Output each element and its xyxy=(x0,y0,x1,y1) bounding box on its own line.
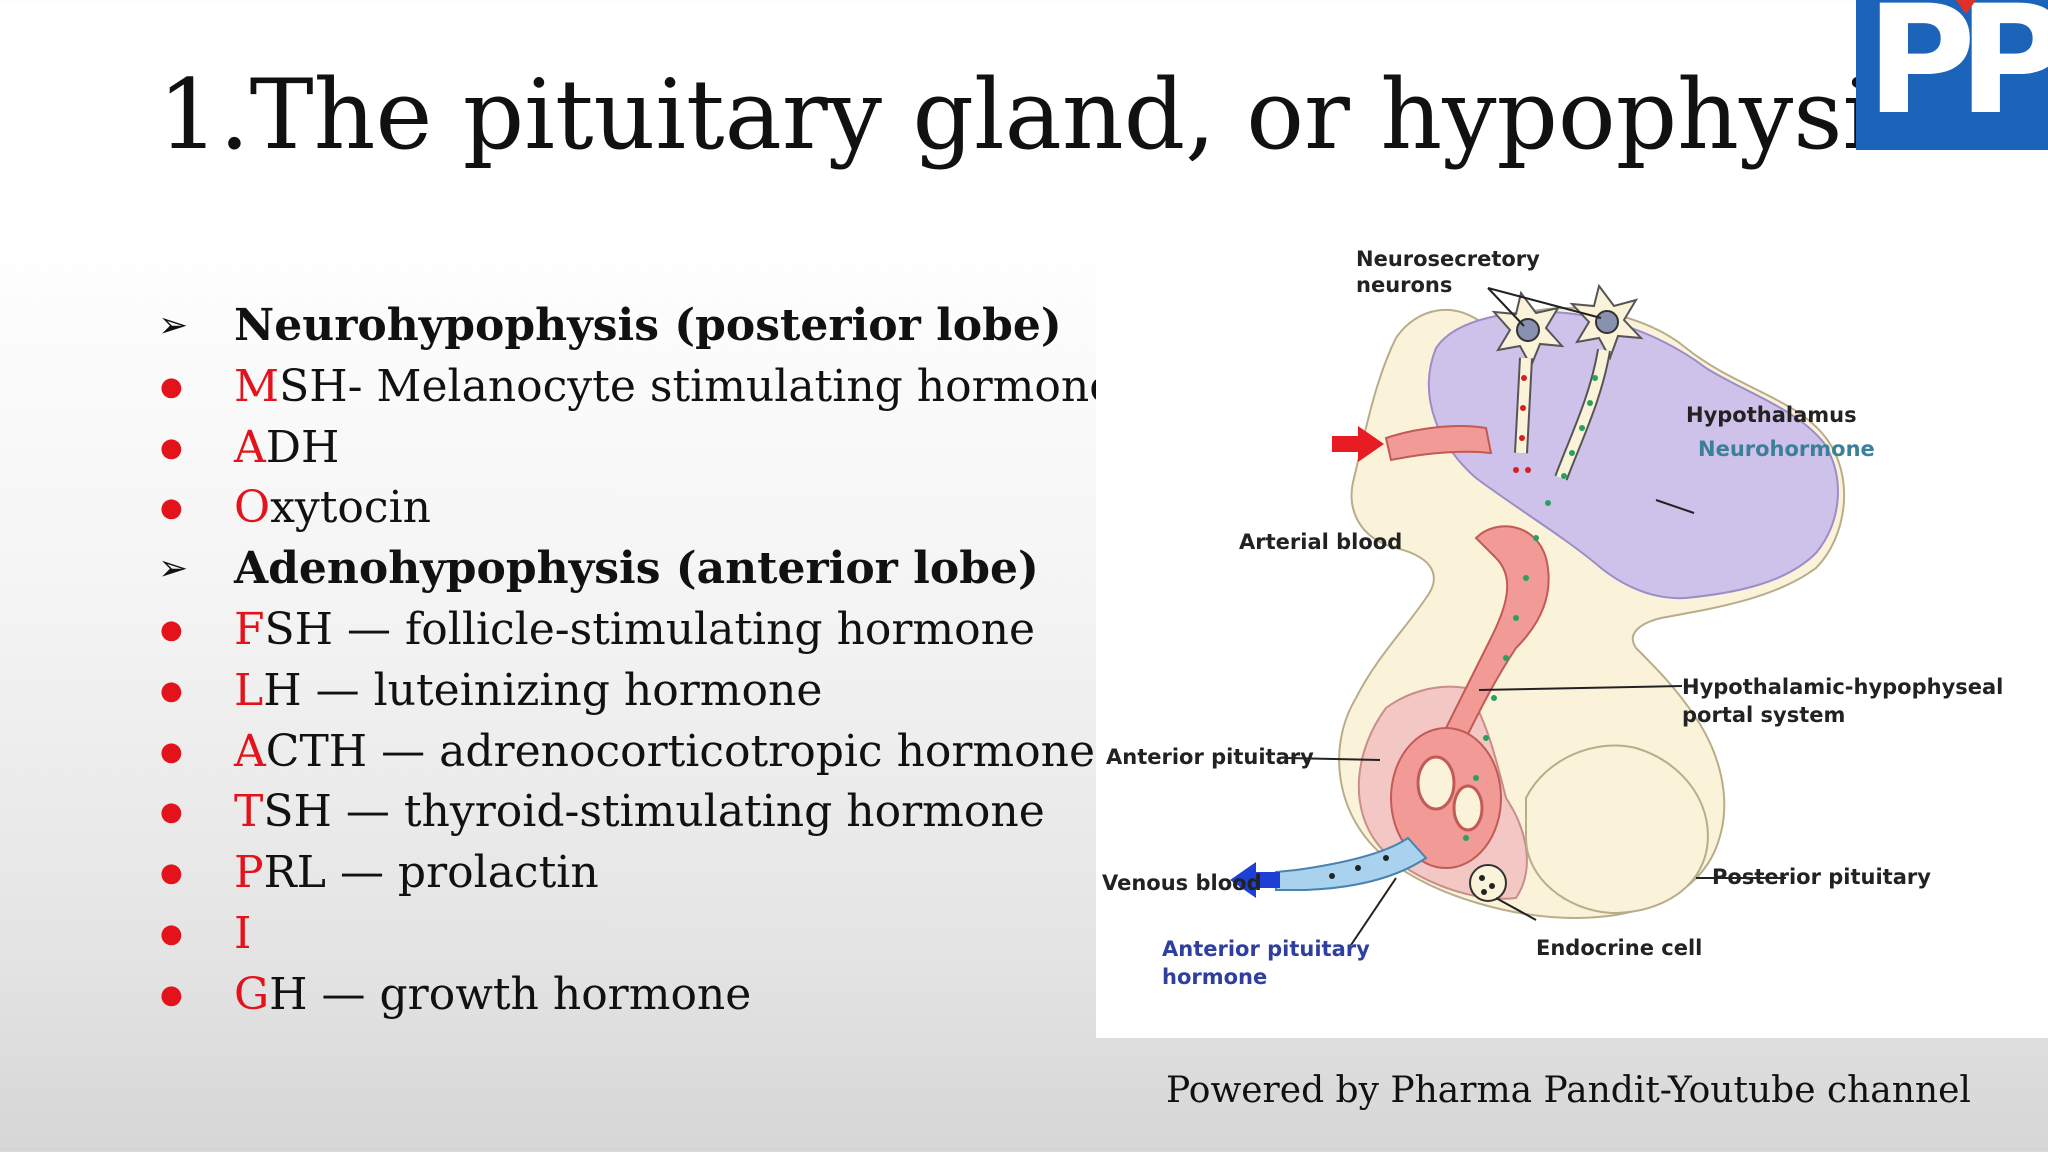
item-text: xytocin xyxy=(270,482,431,534)
slide-title: 1.The pituitary gland, or hypophysis xyxy=(158,59,1923,171)
list-item-fsh: ● FSH — follicle-stimulating hormone xyxy=(158,600,1115,661)
label-neurohormone: Neurohormone xyxy=(1698,437,1875,461)
item-text: H — growth hormone xyxy=(269,968,752,1020)
logo-text: PP xyxy=(1866,0,2048,148)
item-initial: O xyxy=(234,482,271,534)
label-portal-system-2: portal system xyxy=(1682,703,1845,727)
label-posterior-pituitary: Posterior pituitary xyxy=(1712,865,1931,889)
footer-credit: Powered by Pharma Pandit-Youtube channel xyxy=(1166,1070,1971,1111)
item-initial: L xyxy=(234,664,264,716)
bullet-dot-icon: ● xyxy=(160,797,183,828)
arrow-bullet-icon: ➢ xyxy=(158,305,189,346)
posterior-lobe xyxy=(1525,744,1709,915)
item-text: H — luteinizing hormone xyxy=(263,664,823,716)
label-anterior-hormone-2: hormone xyxy=(1162,965,1267,989)
label-hypothalamus: Hypothalamus xyxy=(1686,403,1857,427)
list-item-i: ●I xyxy=(158,904,1115,965)
label-portal-system-1: Hypothalamic-hypophyseal xyxy=(1682,675,2003,699)
neurohormone-dots xyxy=(1463,375,1598,841)
hormone-list: ➢ Neurohypophysis (posterior lobe) ● MSH- … xyxy=(158,296,1115,1026)
item-text: SH — follicle-stimulating hormone xyxy=(264,603,1036,655)
item-text: DH xyxy=(265,421,340,473)
venous-vessel xyxy=(1275,836,1428,891)
leader-lines xyxy=(1287,287,1786,946)
pituitary-diagram-svg: Neurosecretory neurons Hypothalamus Neur… xyxy=(1102,247,2003,989)
item-text: SH — thyroid-stimulating hormone xyxy=(263,786,1045,838)
item-initial: P xyxy=(234,847,264,899)
bullet-dot-icon: ● xyxy=(160,918,183,949)
label-arterial-blood: Arterial blood xyxy=(1239,530,1402,554)
list-item-tsh: ● TSH — thyroid-stimulating hormone xyxy=(158,782,1115,843)
logo-accent xyxy=(1956,0,1976,14)
venous-arrow-icon xyxy=(1230,862,1280,898)
list-heading-adenohypophysis: ➢ Adenohypophysis (anterior lobe) xyxy=(158,539,1115,600)
item-text: CTH — adrenocorticotropic hormone xyxy=(265,725,1096,777)
item-initial: I xyxy=(234,907,252,959)
capillary-loop xyxy=(1416,755,1456,811)
neuron-right xyxy=(1554,283,1644,481)
bullet-dot-icon: ● xyxy=(160,736,183,767)
item-initial: A xyxy=(234,725,266,777)
label-endocrine-cell: Endocrine cell xyxy=(1536,936,1702,960)
item-initial: M xyxy=(234,360,280,412)
label-anterior-pituitary: Anterior pituitary xyxy=(1106,745,1314,769)
capillary-loop xyxy=(1452,784,1484,832)
list-item-acth: ● ACTH — adrenocorticotropic hormone xyxy=(158,722,1115,783)
red-hormone-dots xyxy=(1513,375,1531,473)
label-venous-blood: Venous blood xyxy=(1102,871,1262,895)
heading-text: Adenohypophysis (anterior lobe) xyxy=(234,543,1039,595)
endocrine-cell xyxy=(1469,864,1507,902)
item-text: RL — prolactin xyxy=(263,847,599,899)
bullet-dot-icon: ● xyxy=(160,432,183,463)
label-neurons: neurons xyxy=(1356,273,1452,297)
bullet-dot-icon: ● xyxy=(160,493,183,524)
item-initial: A xyxy=(234,421,266,473)
bullet-dot-icon: ● xyxy=(160,858,183,889)
list-item-prl: ● PRL — prolactin xyxy=(158,843,1115,904)
portal-vessel xyxy=(1444,525,1550,740)
venous-dots xyxy=(1329,855,1495,895)
pituitary-diagram: Neurosecretory neurons Hypothalamus Neur… xyxy=(1096,238,2048,1038)
bullet-dot-icon: ● xyxy=(160,979,183,1010)
label-neurosecretory: Neurosecretory xyxy=(1356,247,1540,271)
bullet-dot-icon: ● xyxy=(160,675,183,706)
arrow-bullet-icon: ➢ xyxy=(158,548,189,590)
arterial-arrow-icon xyxy=(1332,426,1384,462)
arterial-inlet xyxy=(1384,425,1493,462)
list-item-lh: ● LH — luteinizing hormone xyxy=(158,661,1115,722)
item-initial: F xyxy=(234,603,265,655)
item-initial: G xyxy=(234,968,270,1020)
heading-text: Neurohypophysis (posterior lobe) xyxy=(234,300,1062,351)
label-anterior-hormone-1: Anterior pituitary xyxy=(1162,937,1370,961)
list-item-adh: ● ADH xyxy=(158,418,1115,479)
list-item-msh: ● MSH- Melanocyte stimulating hormone xyxy=(158,357,1115,418)
bullet-dot-icon: ● xyxy=(160,614,183,645)
item-initial: T xyxy=(234,786,264,838)
list-item-oxytocin: ● Oxytocin xyxy=(158,478,1115,539)
list-item-gh: ● GH — growth hormone xyxy=(158,965,1115,1026)
bullet-dot-icon: ● xyxy=(160,371,183,402)
pharma-pandit-logo-icon: PP xyxy=(1856,0,2048,150)
item-text: SH- Melanocyte stimulating hormone xyxy=(279,360,1116,412)
list-heading-neurohypophysis: ➢ Neurohypophysis (posterior lobe) xyxy=(158,296,1115,357)
